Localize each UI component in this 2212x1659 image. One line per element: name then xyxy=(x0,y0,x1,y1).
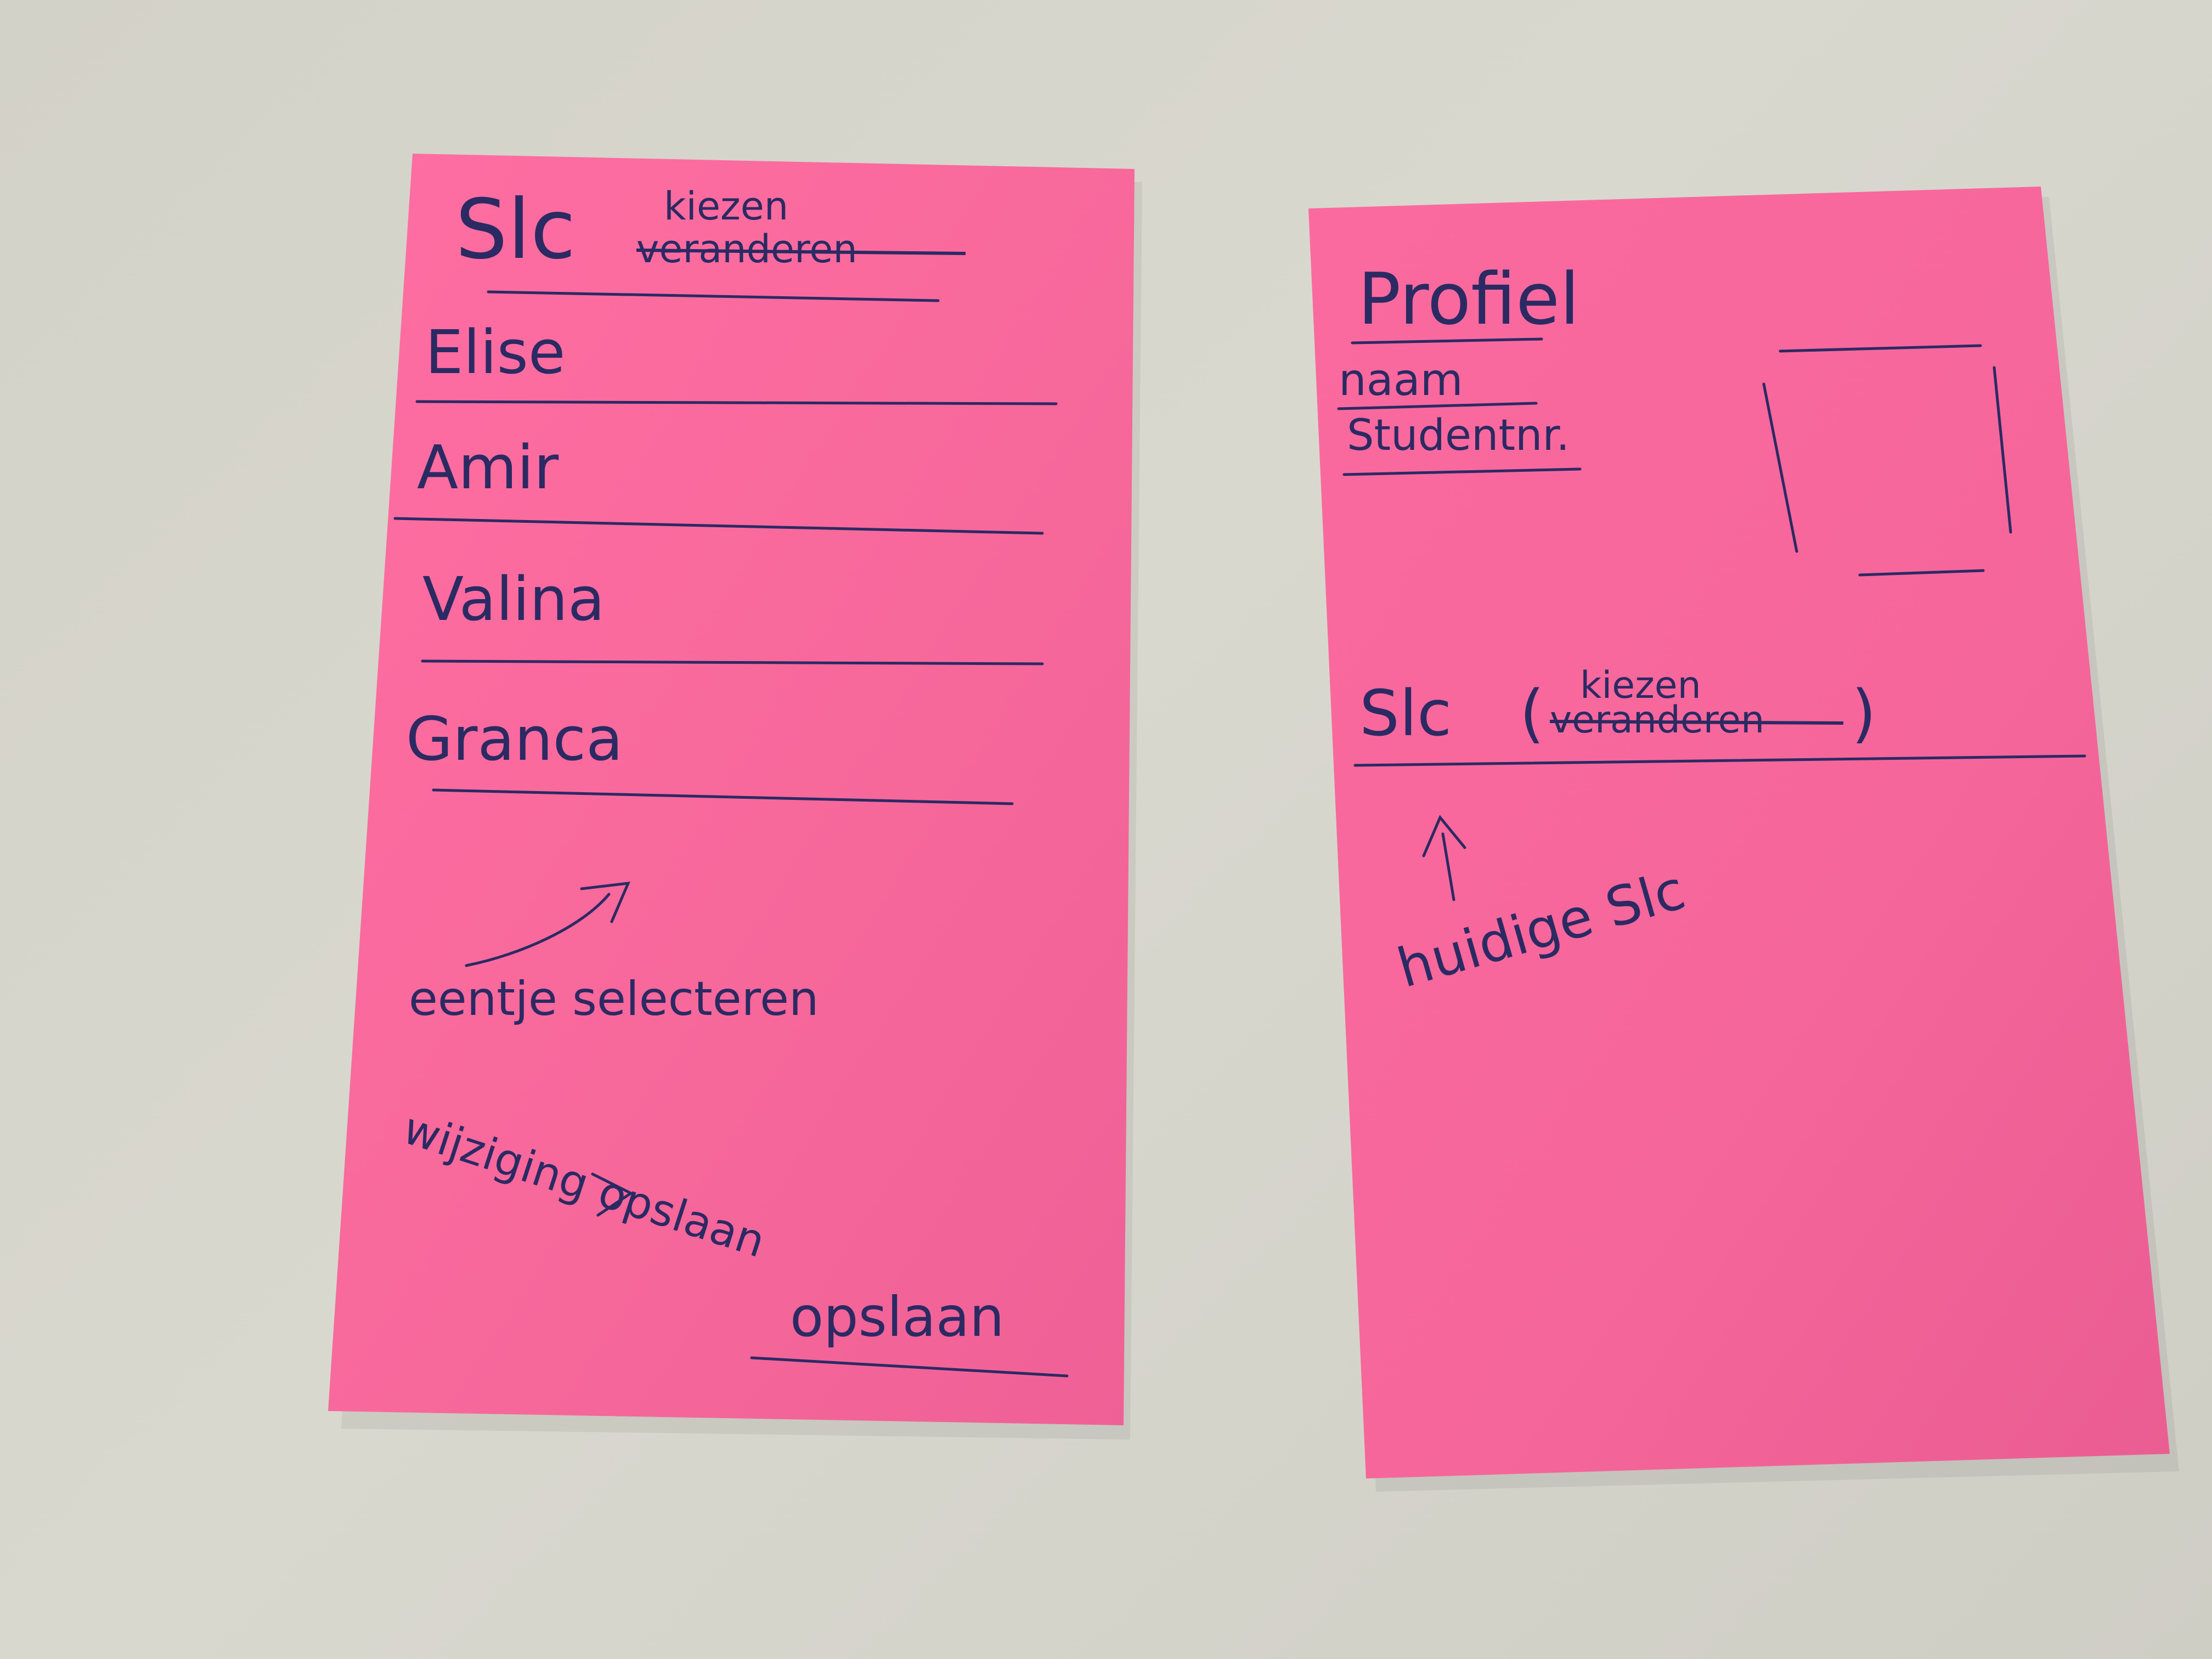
list-item[interactable]: Elise xyxy=(415,317,1058,405)
arrow-icon xyxy=(1441,832,1455,901)
slc-list: Elise Amir Valina Granca xyxy=(393,317,1058,805)
field-label: naam xyxy=(1339,354,1463,405)
list-item[interactable]: Granca xyxy=(406,704,1014,805)
arrow-icon xyxy=(465,893,611,967)
save-button-label: opslaan xyxy=(790,1285,1004,1349)
left-screen-paper xyxy=(328,154,1135,1425)
list-item[interactable]: Amir xyxy=(393,432,1044,535)
photo-frame-right xyxy=(1993,366,2012,534)
save-button[interactable]: opslaan xyxy=(750,1285,1069,1378)
paren-open: ( xyxy=(1520,677,1544,751)
field-underline xyxy=(1337,402,1538,410)
slc-row[interactable]: Slc ( kiezen veranderen ) xyxy=(1353,664,2086,767)
slc-action-new[interactable]: kiezen xyxy=(1580,664,1701,707)
profile-photo xyxy=(1762,344,2012,577)
row-divider xyxy=(415,400,1058,405)
hint-text: eentje selecteren xyxy=(409,972,819,1026)
slc-underline xyxy=(1353,754,2086,767)
list-item-label: Valina xyxy=(422,564,605,634)
strikethrough-line xyxy=(636,249,966,255)
field-underline xyxy=(1342,467,1582,476)
arrow-head-icon xyxy=(580,882,631,923)
list-item-label: Granca xyxy=(406,704,623,774)
title-underline xyxy=(1351,337,1543,345)
row-divider xyxy=(432,788,1014,805)
field-label: Studentnr. xyxy=(1347,411,1570,460)
title-underline xyxy=(487,290,940,302)
list-item-label: Amir xyxy=(417,432,559,503)
paren-close: ) xyxy=(1852,677,1876,751)
row-divider xyxy=(393,517,1044,535)
pointer-icon xyxy=(591,1172,634,1217)
left-title: Slc xyxy=(455,182,575,278)
left-title-action-new[interactable]: kiezen xyxy=(664,184,788,229)
strikethrough-line xyxy=(1549,720,1844,725)
slc-label: Slc xyxy=(1359,677,1452,751)
right-screen-paper xyxy=(1308,187,2170,1479)
photo-frame-top xyxy=(1779,344,1982,353)
list-item[interactable]: Valina xyxy=(421,564,1044,665)
right-title: Profiel xyxy=(1358,257,1579,341)
arrow-head-icon xyxy=(1422,815,1466,857)
photo-frame-bottom xyxy=(1858,569,1985,577)
save-button-underline xyxy=(750,1356,1069,1378)
student-number-field[interactable]: Studentnr. xyxy=(1342,411,1582,476)
row-divider xyxy=(421,659,1044,665)
photo-frame-left xyxy=(1762,382,1798,553)
list-item-label: Elise xyxy=(425,317,566,387)
name-field[interactable]: naam xyxy=(1337,354,1538,410)
